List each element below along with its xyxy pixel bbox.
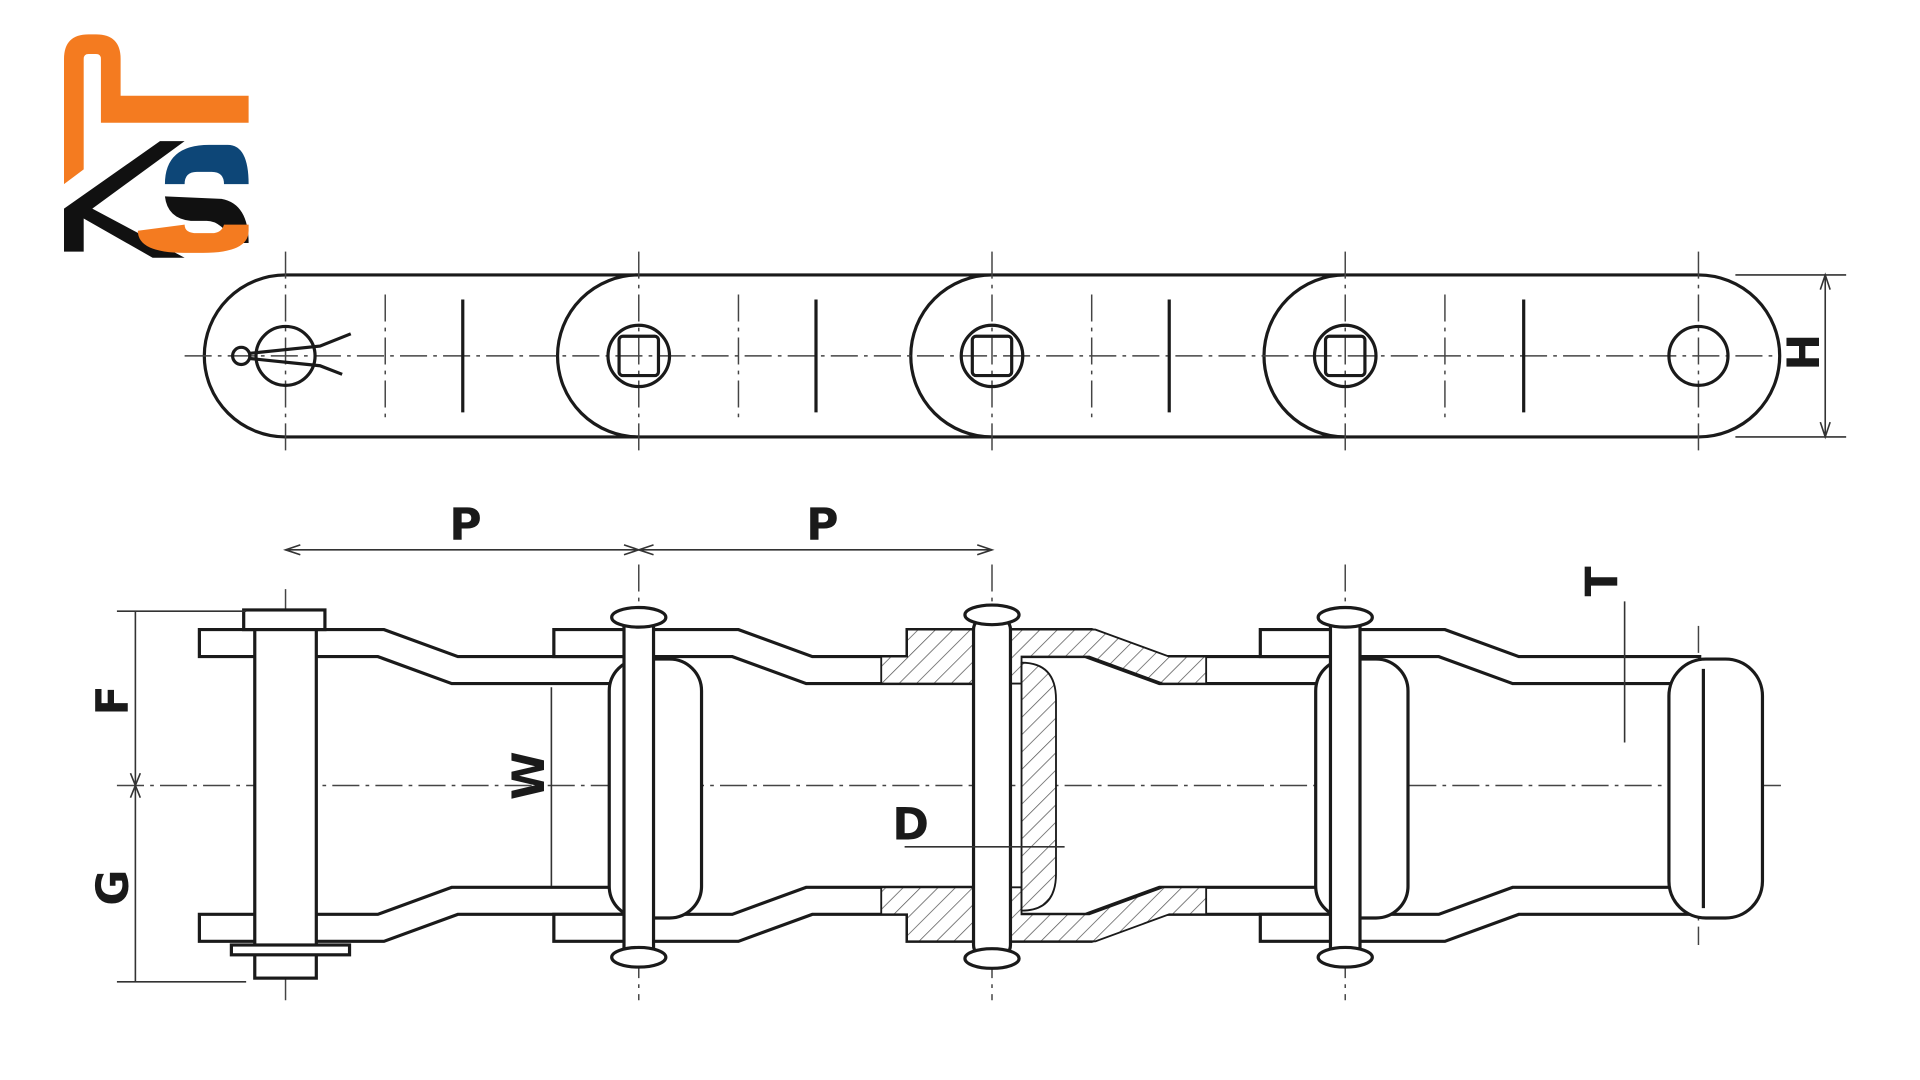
label-pin-diameter: D (892, 800, 929, 851)
label-pitch-1: P (449, 500, 481, 551)
top-view (184, 251, 1782, 455)
dimension-lines (116, 272, 1847, 983)
ks-logo: KS (64, 34, 249, 258)
side-view (116, 564, 1785, 1001)
label-lower-offset: G (88, 869, 139, 905)
label-thickness: T (1577, 566, 1628, 596)
label-upper-offset: F (88, 685, 139, 715)
label-height: H (1779, 334, 1830, 371)
label-pitch-2: P (806, 500, 838, 551)
label-inner-width: W (504, 751, 555, 800)
